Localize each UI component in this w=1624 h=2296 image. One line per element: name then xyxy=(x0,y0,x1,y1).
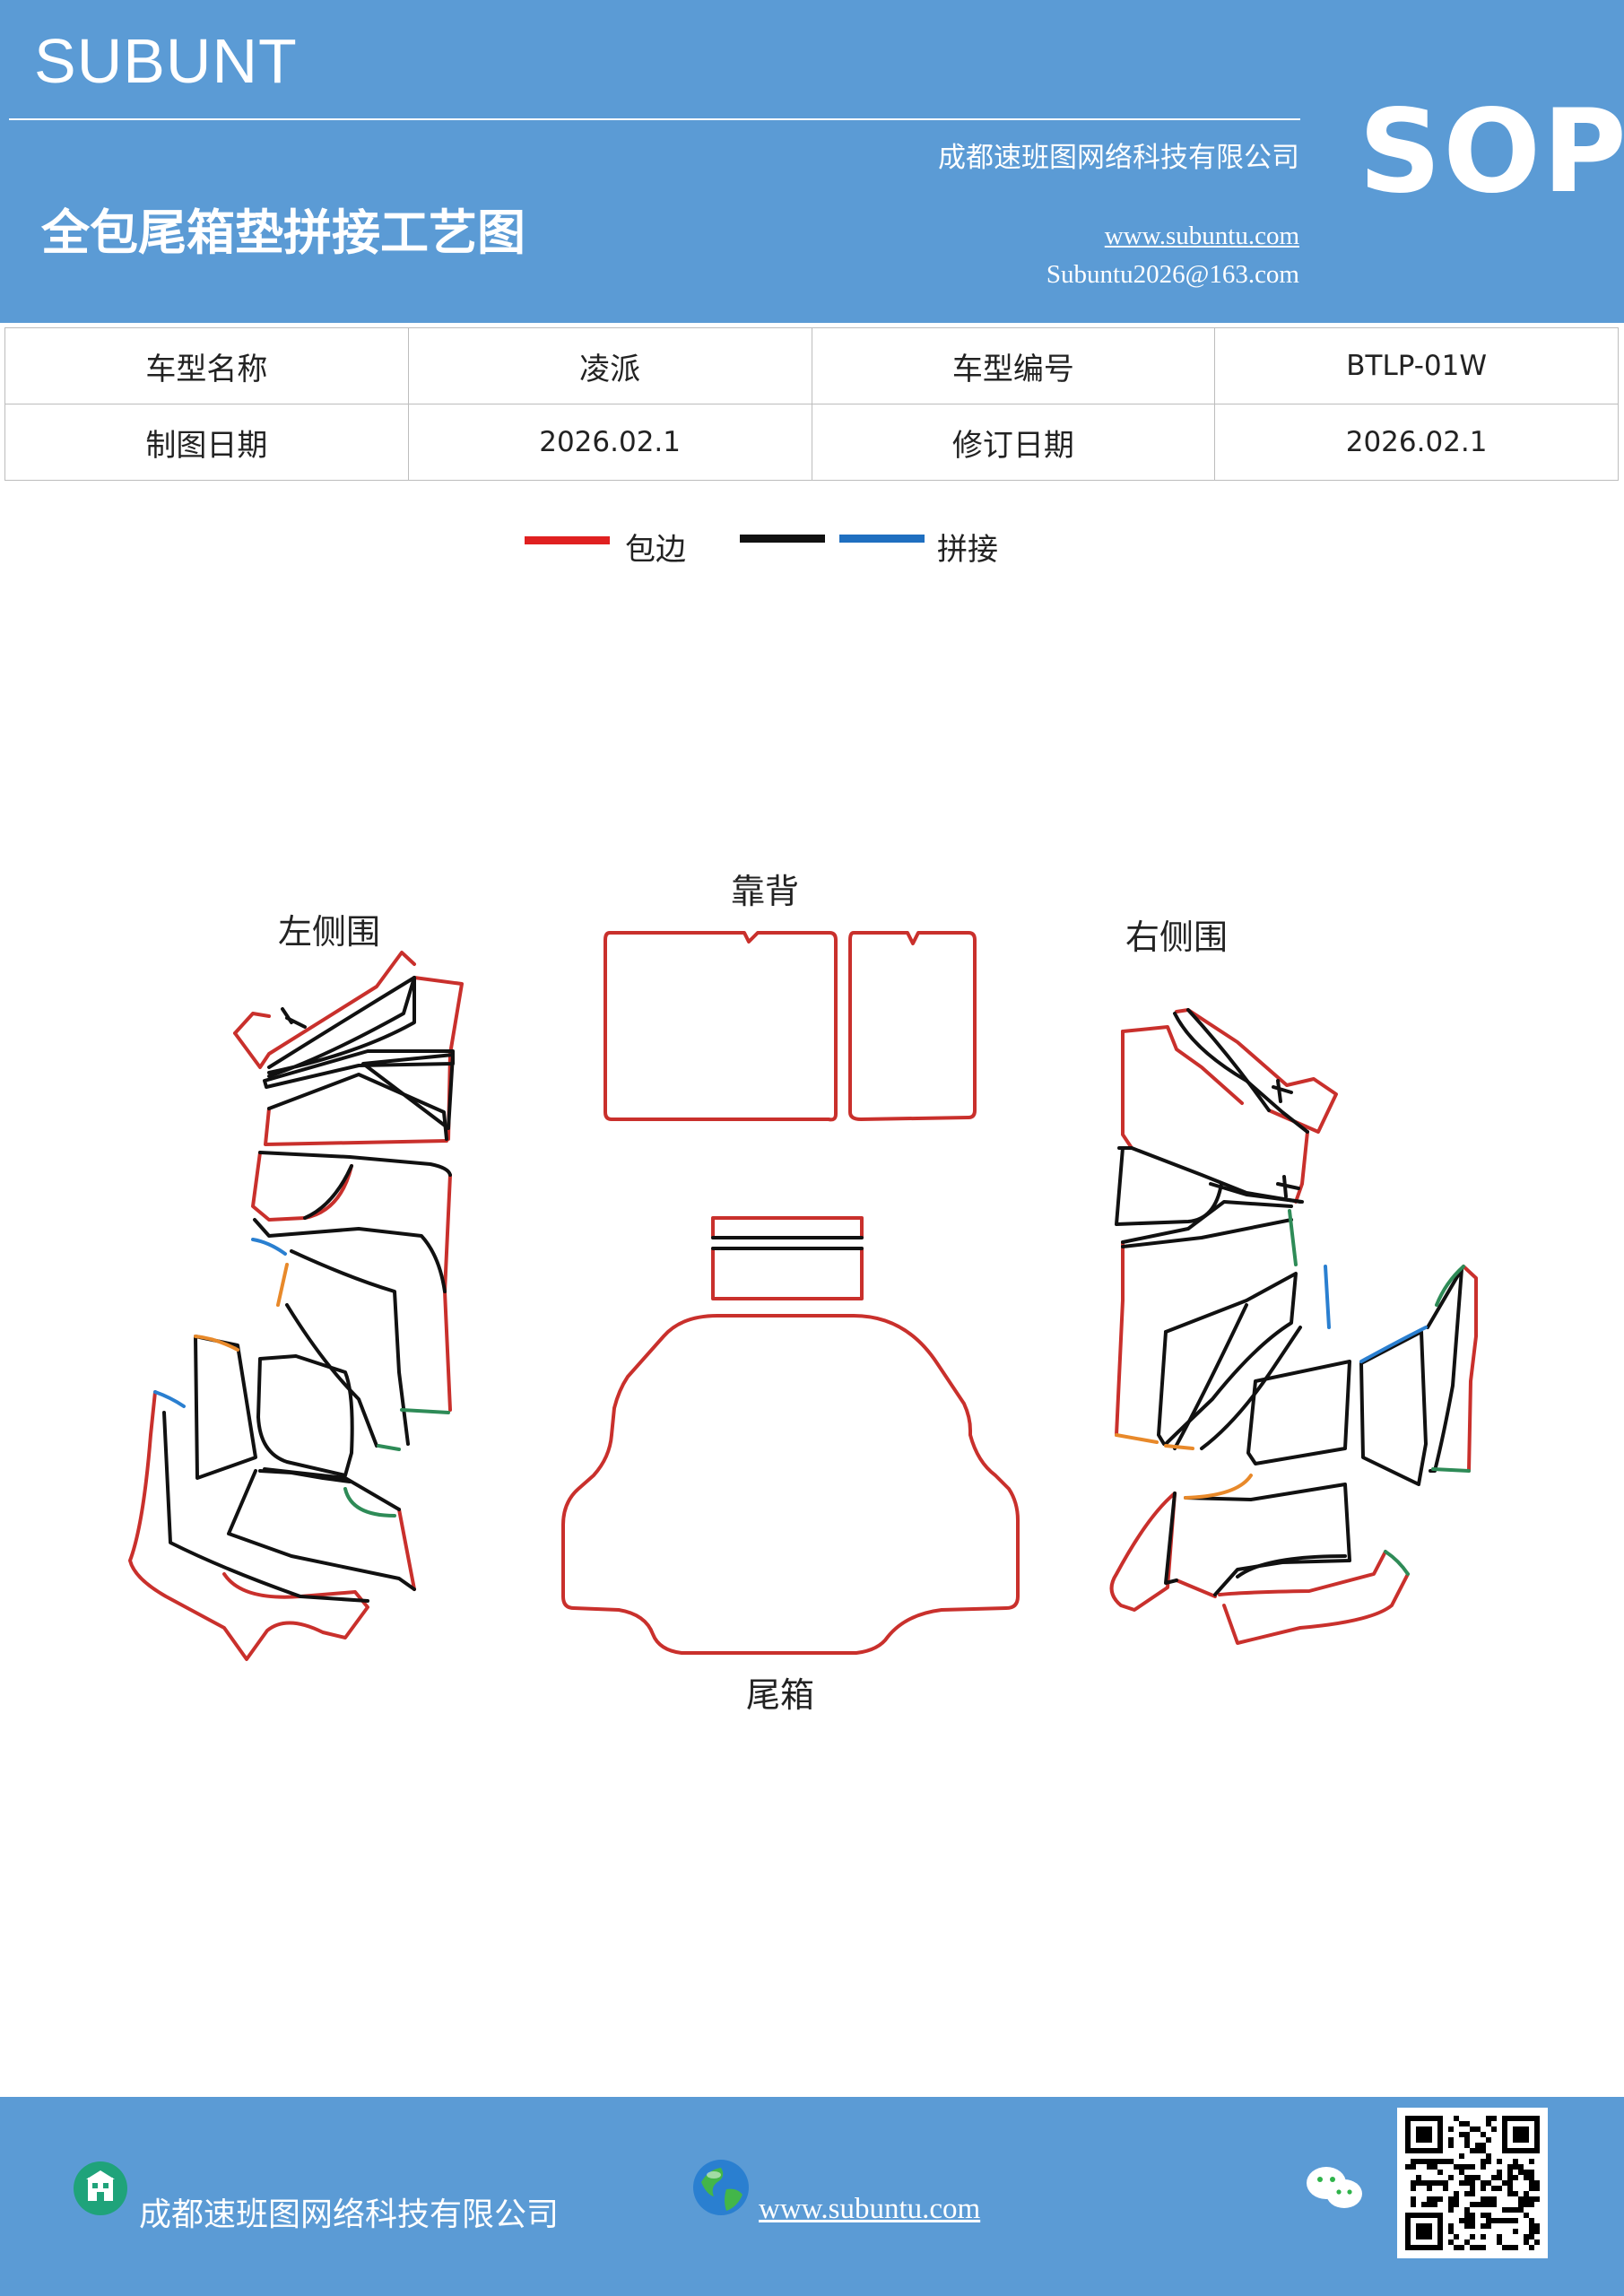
backrest-panels xyxy=(604,931,977,1122)
trunk-strip-top xyxy=(711,1216,864,1239)
vehicle-info-table: 车型名称 凌派 车型编号 BTLP-01W 制图日期 2026.02.1 修订日… xyxy=(4,327,1619,481)
legend-swatch-red xyxy=(525,536,610,544)
label-trunk: 尾箱 xyxy=(746,1675,814,1715)
legend-swatch-black xyxy=(740,535,825,543)
brand-logo-text: SUBUNT xyxy=(34,26,298,96)
legend-swatch-blue xyxy=(839,535,925,543)
header-divider xyxy=(9,118,1300,120)
label-right-side: 右侧围 xyxy=(1125,918,1228,957)
sop-badge: SOP xyxy=(1359,85,1624,219)
table-cell: 车型编号 xyxy=(811,327,1216,404)
backrest-panel-left xyxy=(604,931,838,1122)
table-cell: 2026.02.1 xyxy=(407,404,812,481)
header-banner xyxy=(0,0,1624,323)
table-row: 车型名称 凌派 车型编号 BTLP-01W xyxy=(4,327,1619,404)
label-left-side: 左侧围 xyxy=(278,912,380,952)
footer-website-link[interactable]: www.subuntu.com xyxy=(759,2193,981,2225)
table-row: 制图日期 2026.02.1 修订日期 2026.02.1 xyxy=(4,404,1619,481)
table-cell: 凌派 xyxy=(407,327,812,404)
backrest-panel-right xyxy=(848,931,977,1121)
legend-label-seam: 拼接 xyxy=(937,532,998,568)
table-cell: 修订日期 xyxy=(811,404,1216,481)
header-email[interactable]: Subuntu2026@163.com xyxy=(1046,260,1299,289)
trunk-strip-bottom xyxy=(711,1247,864,1300)
table-cell: 2026.02.1 xyxy=(1214,404,1619,481)
right-side-panels xyxy=(1109,1008,1478,1645)
header-website-link[interactable]: www.subuntu.com xyxy=(1104,222,1299,250)
building-icon xyxy=(72,2160,129,2217)
label-backrest: 靠背 xyxy=(731,872,799,911)
table-cell: 制图日期 xyxy=(4,404,409,481)
footer-company-name: 成都速班图网络科技有限公司 xyxy=(139,2196,560,2233)
wechat-icon xyxy=(1305,2163,1364,2213)
header-company-name: 成都速班图网络科技有限公司 xyxy=(938,142,1299,174)
left-side-panels xyxy=(128,951,464,1661)
table-cell: BTLP-01W xyxy=(1214,327,1619,404)
qr-code xyxy=(1397,2108,1548,2258)
page-title: 全包尾箱垫拼接工艺图 xyxy=(41,204,525,261)
trunk-floor xyxy=(561,1216,1020,1655)
globe-icon xyxy=(690,2157,751,2218)
table-cell: 车型名称 xyxy=(4,327,409,404)
legend-label-edge: 包边 xyxy=(625,532,686,568)
trunk-main-mat xyxy=(561,1314,1020,1655)
